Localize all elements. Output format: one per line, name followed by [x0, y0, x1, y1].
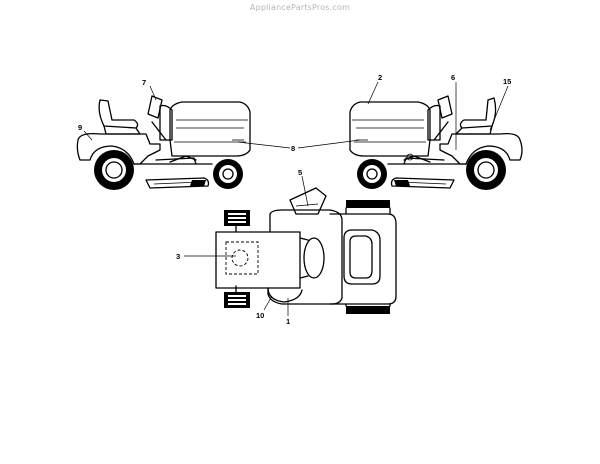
callout-9: 9	[78, 123, 82, 132]
callout-7: 7	[142, 78, 146, 87]
tractor-right-side-view	[349, 95, 523, 190]
callout-8: 8	[291, 144, 295, 153]
tractor-top-view	[215, 187, 397, 314]
callout-6: 6	[451, 73, 455, 82]
callout-3: 3	[176, 252, 180, 261]
leader-lines	[83, 81, 509, 316]
callout-5: 5	[298, 168, 302, 177]
callout-10: 10	[256, 311, 264, 320]
watermark: AppliancePartsPros.com	[249, 3, 351, 12]
callout-1: 1	[286, 317, 290, 326]
tractor-left-side-view	[76, 95, 251, 190]
callout-15: 15	[503, 77, 511, 86]
callout-2: 2	[378, 73, 382, 82]
